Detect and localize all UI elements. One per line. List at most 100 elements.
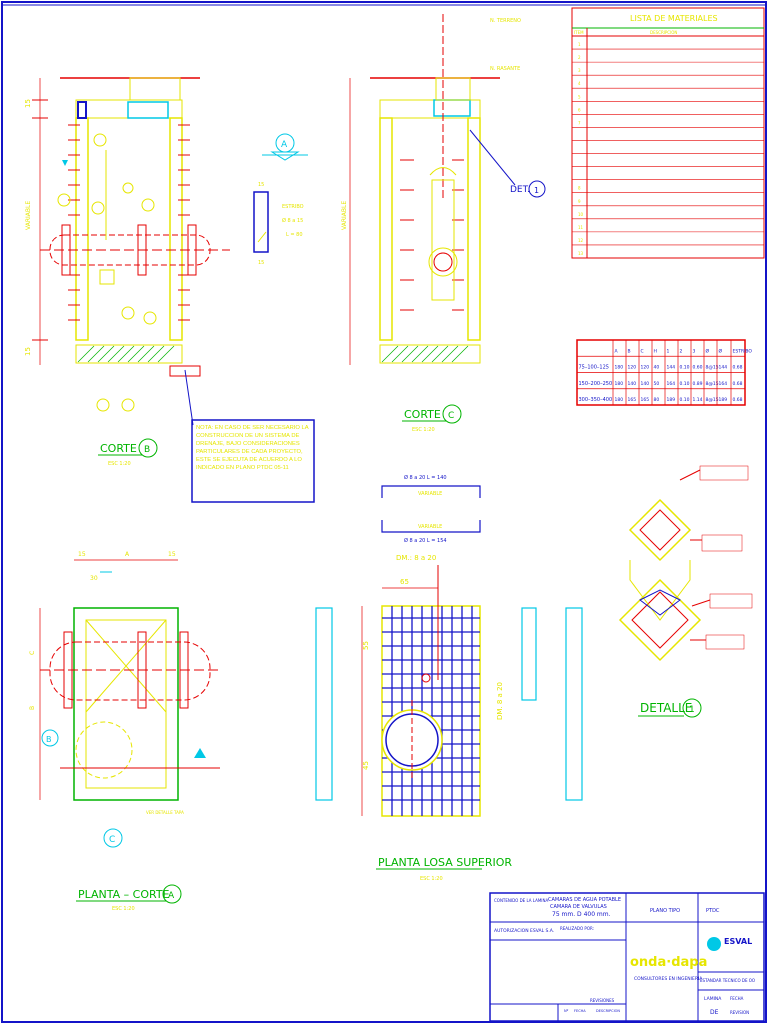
tb-descripcion-label: DESCRIPCION	[596, 1009, 620, 1013]
tb-ptdc: PTDC	[706, 908, 720, 914]
dim-table-cell: 180	[615, 365, 624, 371]
dim-65: 65	[400, 578, 409, 586]
materials-row-item: 11	[578, 225, 584, 230]
stirrup-dim-top: 15	[258, 182, 264, 188]
tb-contenido-2: CAMARA DE VALVULAS	[550, 904, 607, 910]
tb-contenido-1: CAMARAS DE AGUA POTABLE	[548, 897, 621, 903]
dim-table-cell: 300–350–400	[579, 397, 613, 403]
section-corte-c: N. TERRENO N. RASANTE VARIABLE	[341, 14, 521, 365]
slab-side-bars	[315, 607, 583, 801]
tb-revisiones: REVISIONES	[590, 998, 615, 1003]
section-marker-a: A	[262, 133, 308, 161]
dim-table-cell: A	[615, 348, 619, 354]
planta-corte-title: PLANTA – CORTE	[78, 888, 170, 901]
dim-table-cell: 80	[654, 397, 660, 403]
planta-corte-scale: ESC 1:20	[112, 906, 135, 912]
dim-table-cell: 1	[667, 348, 670, 354]
dim-table-cell: 180	[615, 381, 624, 387]
varilla-top-variable: VARIABLE	[418, 491, 442, 497]
dim-table-cell: 8@15	[706, 381, 719, 387]
dim-table-cell: H	[654, 348, 657, 354]
tb-lamina: LAMINA	[704, 996, 722, 1002]
dim-15-label: 15	[24, 99, 32, 108]
det-1-marker: DET. 1	[510, 180, 546, 198]
dim-table-cell: 165	[641, 397, 650, 403]
dim-table-cell: 144	[719, 365, 728, 371]
dim-table-cell: 150–200–250	[579, 381, 613, 387]
corte-b-title: CORTE	[100, 442, 137, 455]
plan-marker-c: C	[109, 835, 115, 845]
marker-c-on-plan: C	[103, 828, 123, 848]
dim-table-cell: C	[641, 348, 644, 354]
dimension-table: 75–100–125150–200–250300–350–400A1801801…	[576, 339, 752, 406]
tb-firm-sub: CONSULTORES EN INGENIERIA	[634, 976, 703, 982]
dim-table-cell: 140	[641, 381, 650, 387]
dm-8a20-side: DM. 8 a 20	[496, 682, 504, 720]
dim-table-cell: 0.68	[733, 397, 743, 403]
dm-8a20-top: DM.: 8 a 20	[396, 554, 436, 562]
plan-dim-c: C	[29, 651, 36, 655]
dim-table-cell: 0.10	[680, 381, 690, 387]
dim-table-cell: 0.10	[680, 397, 690, 403]
title-corte-c: CORTE C ESC 1:20	[402, 404, 462, 433]
materials-row-item: 3	[578, 68, 581, 73]
materials-list: LISTA DE MATERIALES ITEM DESCRIPCION 123…	[571, 7, 765, 259]
section-corte-b: 15 VARIABLE 15	[24, 77, 230, 412]
materials-row-item: 10	[578, 212, 584, 217]
tb-plano-tipo: PLANO TIPO	[650, 908, 680, 914]
title-corte-b: CORTE B ESC 1:20	[98, 438, 158, 467]
variable-label-c: VARIABLE	[341, 201, 348, 230]
plan-dim-30: 30	[90, 575, 98, 582]
dim-table-cell: 8@15	[706, 365, 719, 371]
tb-firm: onda·dapa	[630, 955, 707, 970]
dim-table-cell: 0.10	[680, 365, 690, 371]
stirrup-dim-bottom: 15	[258, 260, 264, 266]
dim-table-cell: 0.68	[733, 381, 743, 387]
corte-b-letter: B	[144, 445, 150, 455]
detail-1-drawing	[618, 465, 753, 662]
materials-row-item: 13	[578, 251, 584, 256]
det-1-label: DET.	[510, 185, 530, 195]
dim-table-cell: 0.89	[693, 381, 703, 387]
dim-table-cell: 189	[667, 397, 676, 403]
corte-c-scale: ESC 1:20	[412, 427, 435, 433]
note-text: NOTA: EN CASO DE SER NECESARIO LA CONSTR…	[196, 425, 309, 471]
dim-table-cell: 140	[628, 381, 637, 387]
dimension-table-cells: 75–100–125150–200–250300–350–400A1801801…	[577, 340, 752, 405]
estribo-phi: Ø 8 a 15	[282, 217, 303, 224]
planta-losa-title: PLANTA LOSA SUPERIOR	[378, 856, 512, 869]
dim-table-cell: 3	[693, 348, 696, 354]
dim-55: 55	[362, 641, 370, 650]
dim-table-cell: 40	[654, 365, 660, 371]
estribo-l: L = 80	[286, 232, 303, 238]
varilla-bot-label: Ø 8 a 20 L = 154	[404, 537, 447, 544]
det-1-number: 1	[534, 186, 539, 195]
plan-ver-detalle: VER DETALLE TAPA	[146, 810, 184, 815]
n-rasante: N. RASANTE	[490, 66, 520, 72]
materials-row-item: 1	[578, 42, 581, 47]
planta-losa-scale: ESC 1:20	[420, 876, 443, 882]
tb-contenido-3: 75 mm. D 400 mm.	[552, 911, 611, 918]
corte-b-scale: ESC 1:20	[108, 461, 131, 467]
dim-table-cell: Ø	[706, 347, 710, 354]
plan-section-a: 15 A 15 30 B C VER DETALLE TAPA	[29, 551, 220, 815]
materials-row-item: 2	[578, 55, 581, 60]
planta-corte-letter: A	[168, 891, 175, 901]
plan-dim-15-left: 15	[78, 551, 86, 558]
dim-table-cell: ESTRIBO	[733, 348, 753, 354]
tb-contenido-label: CONTENIDO DE LA LAMINA	[494, 898, 548, 903]
tb-realizado: REALIZADO POR:	[560, 926, 594, 931]
materials-row-item: 7	[578, 120, 581, 125]
dim-table-cell: 1.14	[693, 397, 703, 403]
tb-autorizacion: AUTORIZACION ESVAL S.A.	[494, 928, 554, 934]
varilla-top-label: Ø 8 a 20 L = 140	[404, 474, 447, 481]
dim-table-cell: 8@15	[706, 397, 719, 403]
dim-table-cell: 2	[680, 348, 683, 354]
stirrup-detail: 15 15 ESTRIBO Ø 8 a 15 L = 80	[253, 182, 304, 266]
materials-title: LISTA DE MATERIALES	[630, 14, 718, 23]
materials-row-item: 12	[578, 238, 584, 243]
materials-row-item: 9	[578, 199, 581, 204]
tb-fecha-label: FECHA	[574, 1009, 586, 1013]
plan-marker-b: B	[46, 735, 52, 744]
